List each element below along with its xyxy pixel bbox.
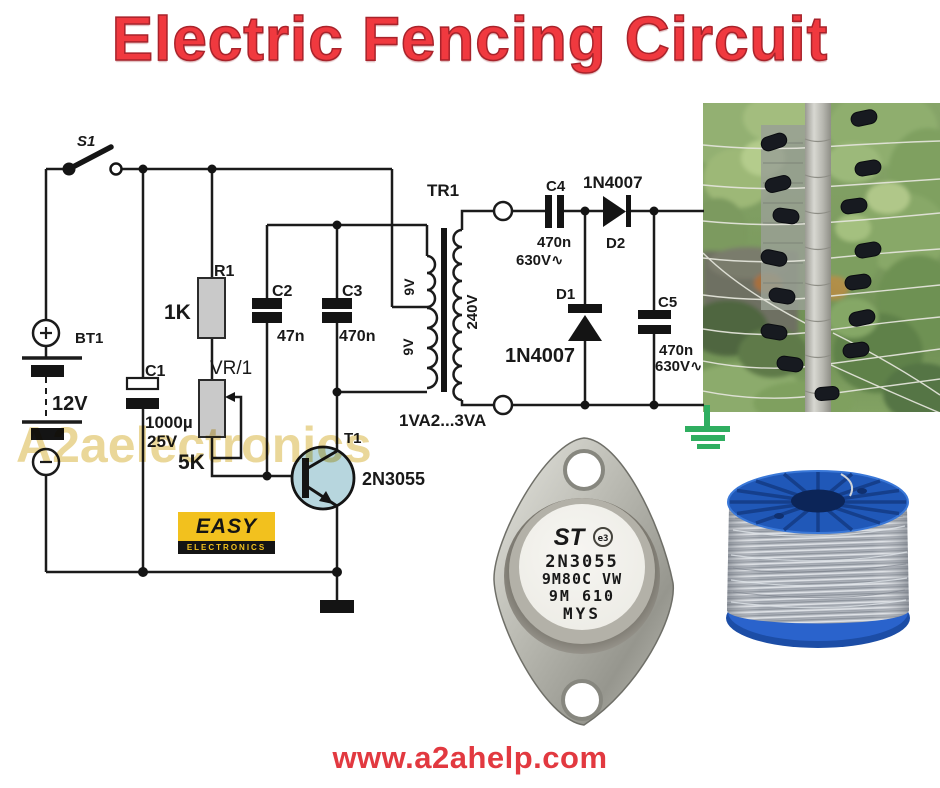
transformer-tr1 <box>426 228 463 402</box>
label-d2-part: 1N4007 <box>583 173 643 192</box>
plus-icon <box>40 327 52 339</box>
label-240v: 240V <box>464 294 481 329</box>
label-c5-voltage: 630V∿ <box>655 358 703 375</box>
label-9v-top: 9V <box>401 278 417 296</box>
label-c2: C2 <box>272 283 293 300</box>
part-number-line: 2N3055 <box>545 552 618 572</box>
marking-line4: MYS <box>563 604 601 623</box>
marking-line2: 9M80C VW <box>542 570 622 588</box>
label-tr1: TR1 <box>427 181 459 200</box>
page-title: Electric Fencing Circuit <box>111 4 829 75</box>
wiper-arrow-icon <box>225 392 235 402</box>
footer-url: www.a2ahelp.com <box>332 740 608 775</box>
capacitor-c1 <box>125 376 160 409</box>
capacitor-c3 <box>322 298 352 323</box>
output-terminal-top <box>492 200 514 222</box>
label-d1-part: 1N4007 <box>505 345 575 367</box>
label-c2-value: 47n <box>277 328 305 345</box>
diode-d1 <box>568 304 602 341</box>
label-r1-value: 1K <box>164 301 191 324</box>
label-bt1: BT1 <box>75 330 103 347</box>
label-d1: D1 <box>556 286 575 303</box>
label-r1: R1 <box>214 263 235 280</box>
capacitor-c2 <box>252 298 282 323</box>
output-terminal-bottom <box>492 394 514 416</box>
transistor-photo: ST e3 2N3055 9M80C VW 9M 610 MYS <box>493 437 674 726</box>
switch-contact <box>109 162 123 176</box>
spool-wire-end <box>840 473 854 497</box>
logo-bottom-text: ELECTRONICS <box>178 541 275 554</box>
label-9v-bottom: 9V <box>400 338 416 356</box>
fence-post <box>804 103 832 412</box>
secondary-winding <box>452 228 463 402</box>
spool-center-hole <box>791 489 845 513</box>
label-c1: C1 <box>145 363 166 380</box>
to3-mounting-hole-bottom <box>561 679 603 721</box>
switch-lever <box>66 144 114 172</box>
label-d2: D2 <box>606 235 625 252</box>
switch-s1 <box>62 144 123 176</box>
watermark-text: A2aelectronics <box>16 417 372 473</box>
st-logo: ST <box>554 524 587 551</box>
label-c4-value: 470n <box>537 234 571 251</box>
marking-line3: 9M 610 <box>549 587 615 605</box>
capacitor-c4 <box>545 195 564 228</box>
logo-top-text: EASY <box>178 512 275 541</box>
wire-spool-photo <box>726 470 910 648</box>
spool-wire-body <box>727 500 909 624</box>
easy-electronics-logo: EASY ELECTRONICS <box>178 512 275 554</box>
to3-mounting-hole-top <box>563 449 605 491</box>
primary-winding-bottom <box>426 306 439 390</box>
label-c3: C3 <box>342 283 363 300</box>
to3-markings: ST e3 2N3055 9M80C VW 9M 610 MYS <box>542 524 622 623</box>
primary-winding-top <box>426 254 437 309</box>
label-c3-value: 470n <box>339 328 375 345</box>
to3-flange <box>493 437 674 726</box>
diode-d2 <box>603 195 631 227</box>
fence-insulators <box>760 109 882 402</box>
emitter-arrow-icon <box>319 491 333 504</box>
label-s1: S1 <box>77 133 95 150</box>
label-c5: C5 <box>658 294 677 311</box>
resistor-r1 <box>197 277 226 339</box>
electric-fence-photo <box>703 103 940 412</box>
label-c4: C4 <box>546 178 566 195</box>
capacitor-c5 <box>638 310 671 334</box>
label-12v: 12V <box>52 393 88 415</box>
label-c5-value: 470n <box>659 342 693 359</box>
spool-top-flange <box>727 470 909 534</box>
transformer-core <box>441 228 447 392</box>
cert-mark: e3 <box>598 534 609 544</box>
label-c4-voltage: 630V∿ <box>516 252 564 269</box>
emitter-terminal-bar <box>320 600 354 613</box>
label-vr1: VR/1 <box>210 358 252 379</box>
